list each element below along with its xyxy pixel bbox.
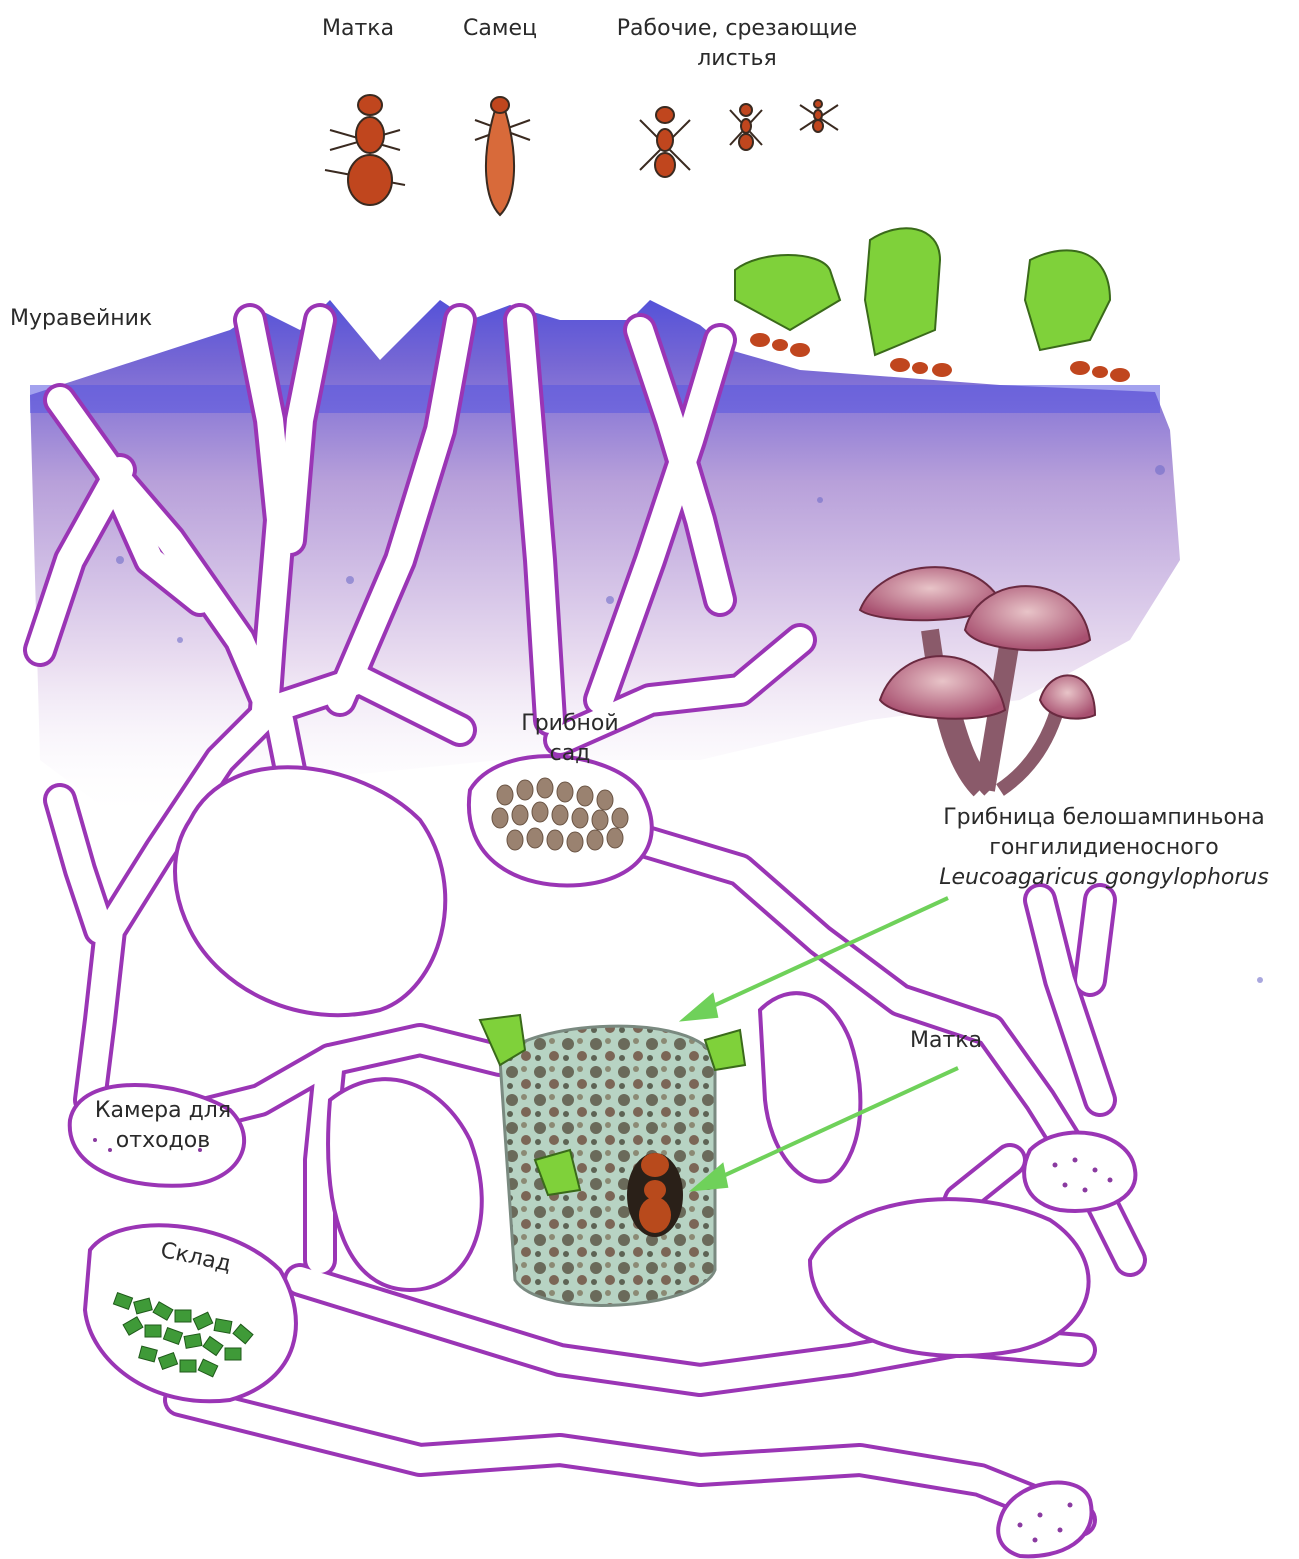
queen-ant-icon — [325, 95, 405, 205]
mycelium-label-line1: Грибница белошампиньона — [918, 803, 1290, 833]
male-ant-icon — [475, 97, 530, 215]
leaf-carrying-ant-icon — [735, 228, 1130, 382]
worker-ant-icon — [640, 100, 838, 177]
queen-chamber-label: Матка — [910, 1026, 982, 1056]
lower-left-chamber — [328, 1079, 482, 1290]
fungus-garden-label-line1: Грибной — [510, 709, 630, 739]
fungus-block-queen-chamber — [480, 1015, 745, 1305]
mushroom-icon — [860, 567, 1095, 790]
mycelium-label: Грибница белошампиньона гонгилидиеносног… — [918, 803, 1290, 893]
waste-chamber-label: Камера для отходов — [78, 1096, 248, 1156]
anthill-label: Муравейник — [10, 304, 152, 334]
workers-label: Рабочие, срезающие листья — [597, 14, 877, 74]
fungus-garden-label-line2: сад — [510, 739, 630, 769]
central-big-chamber — [175, 767, 445, 1015]
mycelium-label-line2: гонгилидиеносного — [918, 833, 1290, 863]
fungus-garden-label: Грибной сад — [510, 709, 630, 769]
topsoil-band — [30, 385, 1160, 413]
waste-chamber-label-line2: отходов — [78, 1126, 248, 1156]
right-chamber — [810, 1199, 1089, 1356]
workers-label-line2: листья — [597, 44, 877, 74]
mycelium-label-latin: Leucoagaricus gongylophorus — [918, 863, 1290, 893]
workers-label-line1: Рабочие, срезающие — [597, 14, 877, 44]
queen-label-top: Матка — [322, 14, 394, 44]
waste-chamber-label-line1: Камера для — [78, 1096, 248, 1126]
egg-chamber-right — [1024, 1133, 1135, 1211]
male-label: Самец — [463, 14, 537, 44]
